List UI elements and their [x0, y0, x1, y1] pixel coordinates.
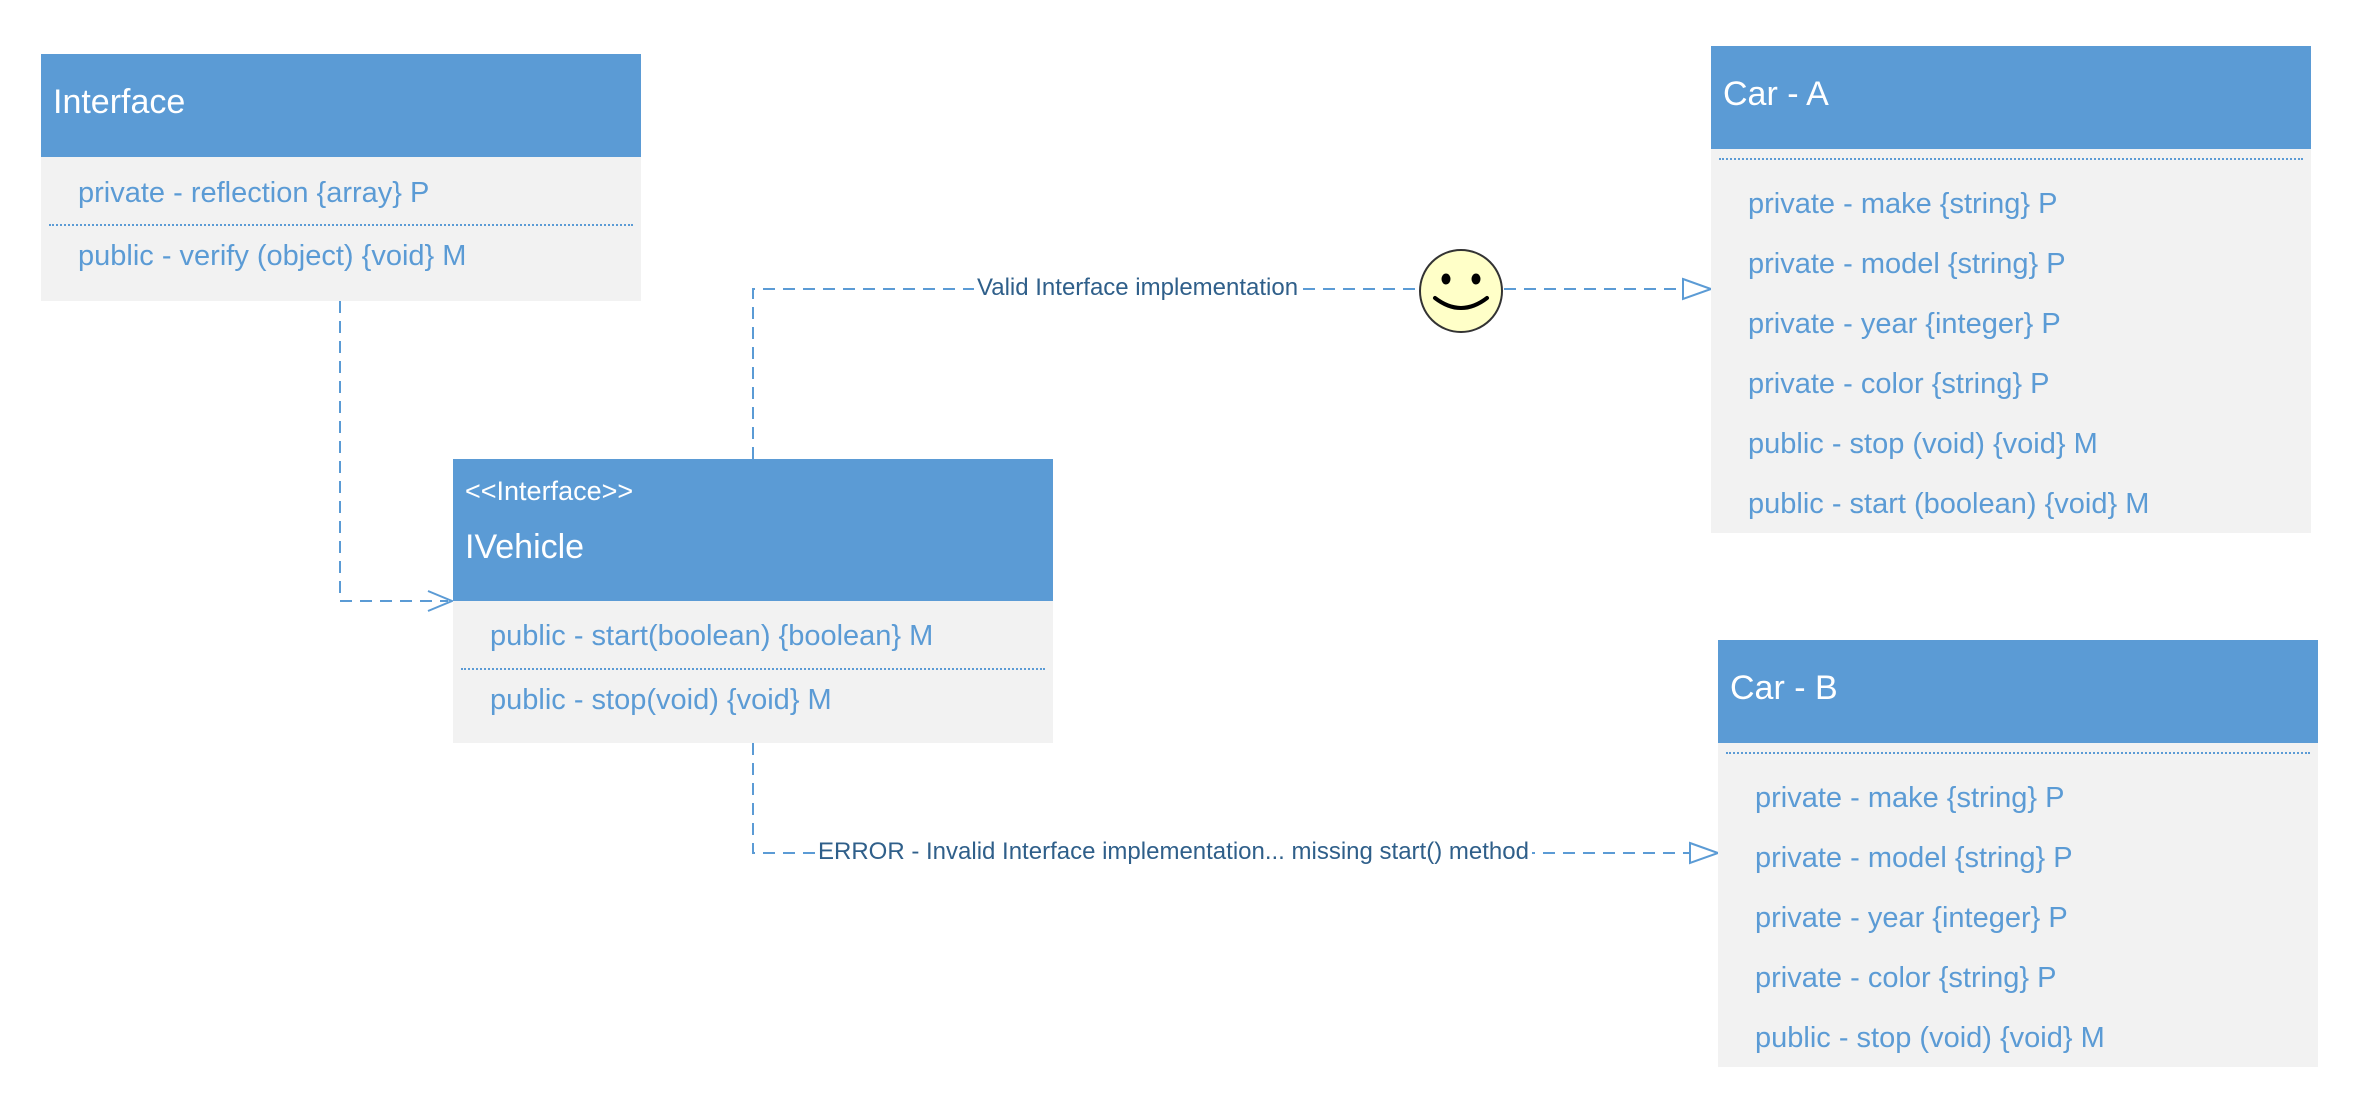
- smiley-face-icon: [1419, 249, 1503, 333]
- car-b-member-row: private - year {integer} P: [1755, 902, 2068, 934]
- car-a-member-row: public - stop (void) {void} M: [1748, 428, 2098, 460]
- error-connector-label: ERROR - Invalid Interface implementation…: [815, 838, 1532, 866]
- car-a-member-row: public - start (boolean) {void} M: [1748, 488, 2150, 520]
- car-a-member-row: private - color {string} P: [1748, 368, 2050, 400]
- ivehicle-member-separator: [461, 668, 1045, 670]
- car-a-member-row: private - make {string} P: [1748, 188, 2058, 220]
- ivehicle-stereotype: <<Interface>>: [465, 476, 634, 506]
- ivehicle-to-car-a-arrowhead: [1682, 277, 1714, 301]
- interface-property-row: private - reflection {array} P: [78, 177, 430, 209]
- ivehicle-title: IVehicle: [465, 528, 585, 566]
- car-b-member-row: private - color {string} P: [1755, 962, 2057, 994]
- car-b-member-row: private - model {string} P: [1755, 842, 2073, 874]
- interface-to-ivehicle-connector: [339, 301, 448, 602]
- car-a-member-row: private - model {string} P: [1748, 248, 2066, 280]
- ivehicle-to-car-b-connector: [752, 743, 1690, 854]
- car-a-member-row: private - year {integer} P: [1748, 308, 2061, 340]
- ivehicle-to-car-b-arrowhead: [1689, 841, 1721, 865]
- ivehicle-start-method-row: public - start(boolean) {boolean} M: [490, 620, 934, 652]
- ivehicle-header: <<Interface>> IVehicle: [453, 459, 1053, 601]
- interface-class-header: Interface: [41, 54, 641, 157]
- interface-to-ivehicle-arrowhead: [427, 590, 455, 612]
- ivehicle-stop-method-row: public - stop(void) {void} M: [490, 684, 832, 716]
- car-b-member-row: public - stop (void) {void} M: [1755, 1022, 2105, 1054]
- car-b-title: Car - B: [1730, 669, 1838, 707]
- car-a-class-box[interactable]: Car - A private - make {string} P privat…: [1711, 46, 2311, 533]
- car-b-member-separator: [1726, 752, 2310, 754]
- interface-member-separator: [49, 224, 633, 226]
- car-a-member-separator: [1719, 158, 2303, 160]
- car-b-class-box[interactable]: Car - B private - make {string} P privat…: [1718, 640, 2318, 1067]
- car-b-member-row: private - make {string} P: [1755, 782, 2065, 814]
- interface-class-box[interactable]: Interface private - reflection {array} P…: [41, 54, 641, 301]
- valid-connector-label: Valid Interface implementation: [974, 274, 1302, 302]
- car-b-header: Car - B: [1718, 640, 2318, 743]
- interface-method-row: public - verify (object) {void} M: [78, 240, 467, 272]
- car-a-title: Car - A: [1723, 75, 1829, 113]
- interface-class-title: Interface: [53, 83, 186, 121]
- ivehicle-to-car-a-connector: [752, 288, 1418, 459]
- car-a-header: Car - A: [1711, 46, 2311, 149]
- ivehicle-interface-box[interactable]: <<Interface>> IVehicle public - start(bo…: [453, 459, 1053, 743]
